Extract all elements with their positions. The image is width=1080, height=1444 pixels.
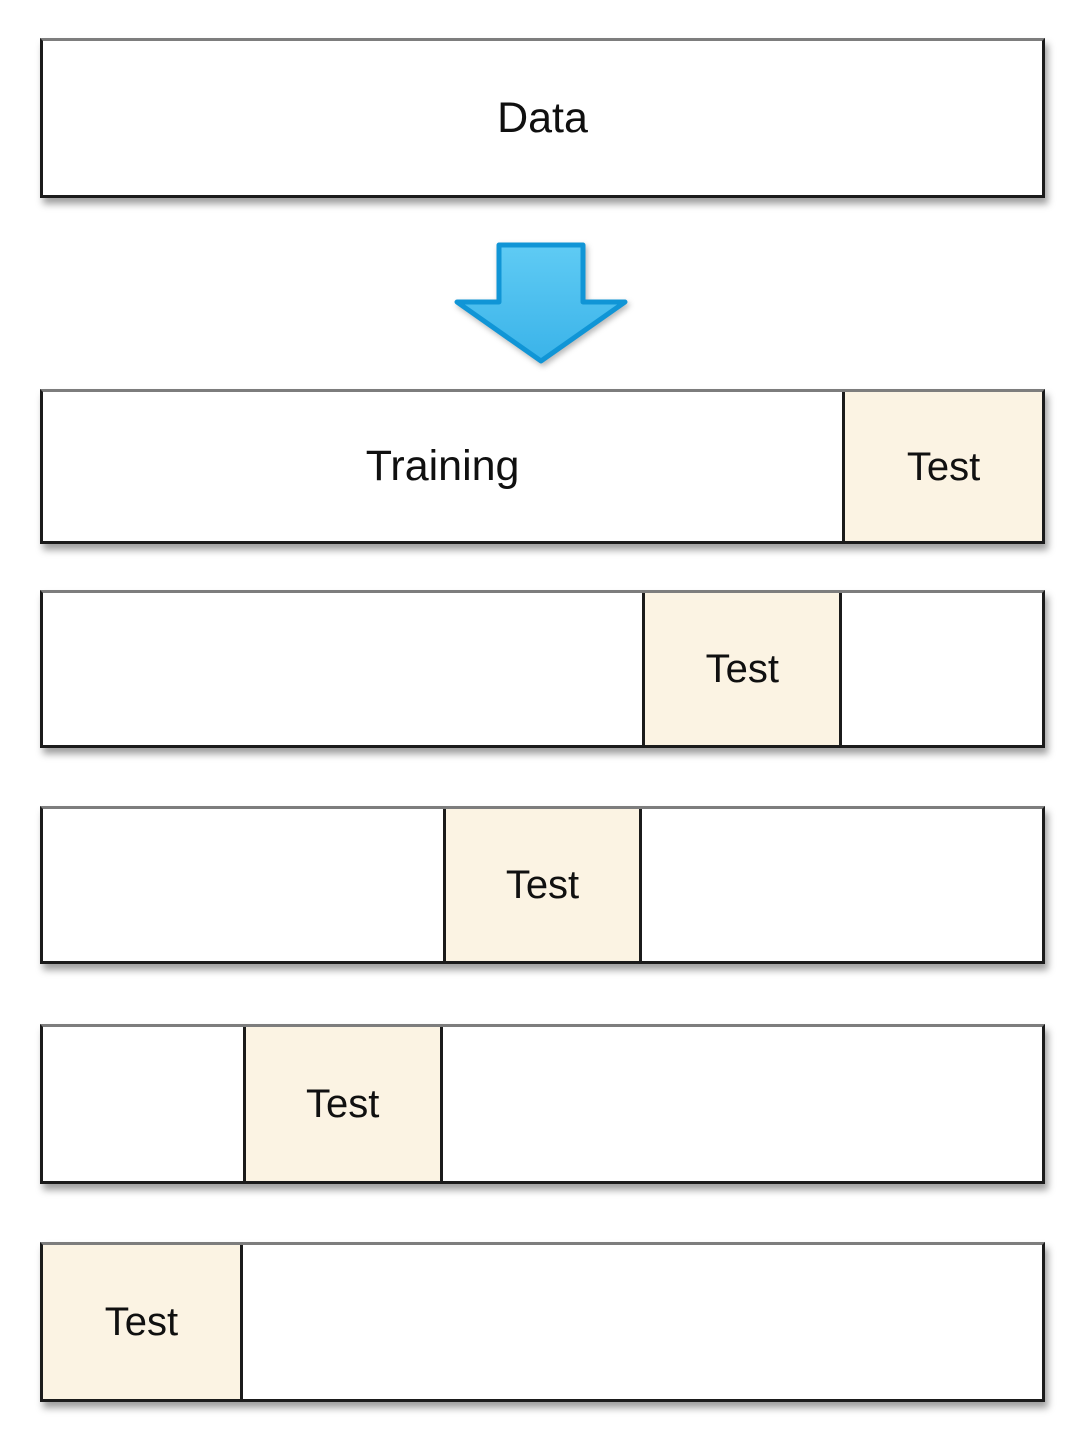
training-right-segment	[842, 593, 1042, 745]
test-label: Test	[104, 1300, 179, 1344]
training-left-segment	[43, 809, 443, 961]
cv-split-row-1: Training Test	[40, 389, 1045, 544]
training-right-segment	[443, 1027, 1042, 1181]
cv-split-row-4: Test	[40, 1024, 1045, 1184]
test-label: Test	[705, 647, 779, 691]
training-label: Training	[365, 442, 520, 490]
test-segment: Test	[842, 392, 1042, 541]
test-segment: Test	[442, 809, 643, 961]
test-label: Test	[306, 1082, 380, 1126]
cv-split-row-2: Test	[40, 590, 1045, 748]
training-right-segment	[642, 809, 1042, 961]
training-left-segment: Training	[43, 392, 842, 541]
training-left-segment	[43, 1027, 243, 1181]
test-segment: Test	[642, 593, 843, 745]
test-segment: Test	[43, 1245, 243, 1399]
cv-split-row-5: Test	[40, 1242, 1045, 1402]
training-right-segment	[243, 1245, 1042, 1399]
cv-split-row-3: Test	[40, 806, 1045, 964]
data-box-label: Data	[497, 93, 588, 142]
training-left-segment	[43, 593, 642, 745]
data-box: Data	[40, 38, 1045, 198]
test-segment: Test	[242, 1027, 443, 1181]
test-label: Test	[505, 863, 580, 907]
down-arrow-icon	[452, 242, 630, 366]
test-label: Test	[906, 444, 981, 489]
